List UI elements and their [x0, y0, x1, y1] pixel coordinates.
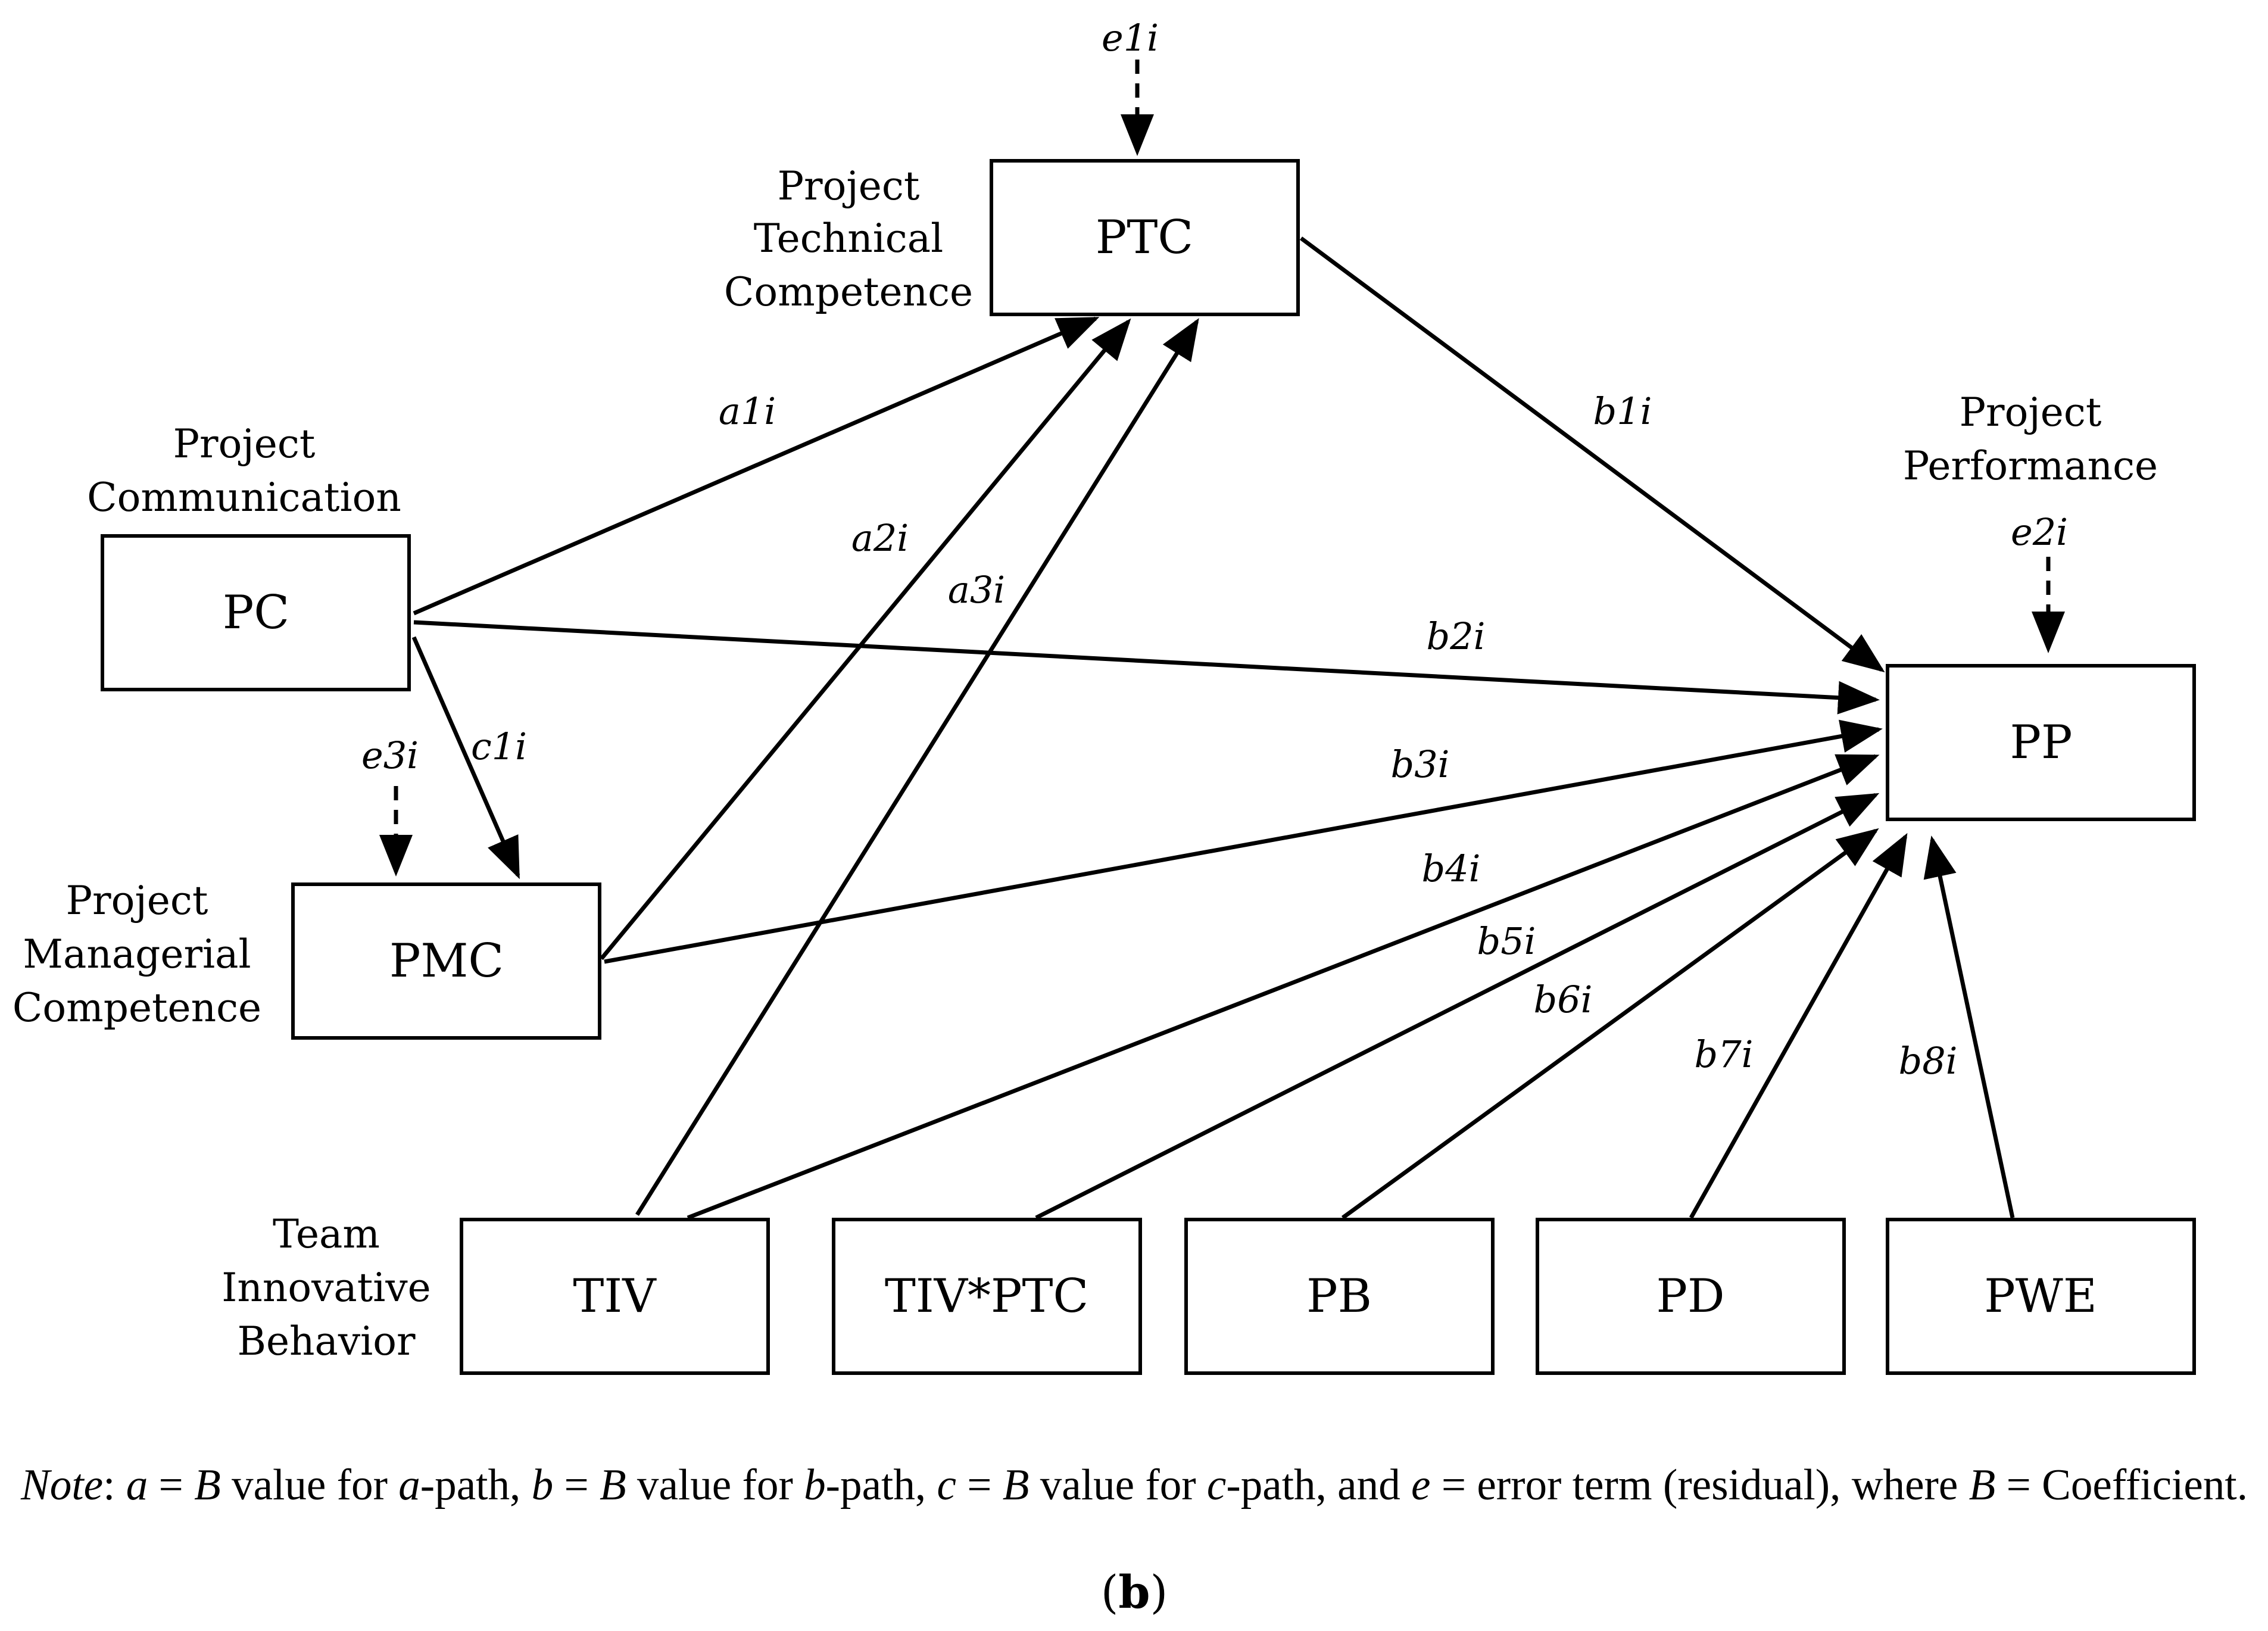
- path-label-b6: b6i: [1534, 978, 1593, 1021]
- path-label-a3: a3i: [948, 568, 1005, 612]
- path-label-b8: b8i: [1899, 1039, 1958, 1083]
- node-tivptc-label: TIV*PTC: [885, 1270, 1088, 1323]
- node-pd: PD: [1536, 1218, 1846, 1375]
- node-pc-label: PC: [223, 586, 289, 640]
- node-pp: PP: [1886, 664, 2196, 821]
- node-pp-label: PP: [2010, 716, 2073, 769]
- node-pwe: PWE: [1886, 1218, 2196, 1375]
- arrow-b2: [413, 620, 1880, 715]
- path-label-b3: b3i: [1391, 743, 1450, 786]
- desc-ptc: Project Technical Competence: [724, 163, 973, 315]
- node-pd-label: PD: [1656, 1270, 1724, 1323]
- node-pb-label: PB: [1306, 1270, 1372, 1323]
- svg-text:Technical: Technical: [754, 216, 943, 261]
- node-tivptc: TIV*PTC: [832, 1218, 1142, 1375]
- node-pmc-label: PMC: [389, 934, 504, 988]
- arrow-b1: [1299, 236, 1885, 673]
- svg-text:Project: Project: [66, 878, 208, 924]
- path-label-a1: a1i: [719, 389, 776, 433]
- path-label-a2: a2i: [851, 516, 909, 560]
- svg-text:Communication: Communication: [87, 475, 401, 520]
- path-label-b5: b5i: [1477, 919, 1536, 963]
- svg-text:Performance: Performance: [1903, 443, 2158, 489]
- arrow-b7: [1689, 832, 1908, 1219]
- svg-text:Project: Project: [778, 163, 920, 209]
- node-tiv: TIV: [460, 1218, 770, 1375]
- svg-text:Project: Project: [173, 421, 316, 467]
- svg-text:Competence: Competence: [724, 269, 973, 315]
- arrow-b5: [1035, 793, 1880, 1220]
- path-label-b1: b1i: [1593, 389, 1652, 433]
- node-ptc: PTC: [990, 159, 1300, 316]
- arrow-b3: [604, 719, 1883, 964]
- desc-tiv: Team Innovative Behavior: [222, 1211, 430, 1364]
- node-pwe-label: PWE: [1984, 1270, 2097, 1323]
- svg-text:Innovative: Innovative: [222, 1265, 430, 1311]
- arrow-a1: [413, 316, 1100, 616]
- arrow-b4: [687, 754, 1880, 1220]
- path-label-b7: b7i: [1695, 1033, 1754, 1076]
- svg-text:Project: Project: [1960, 389, 2102, 435]
- path-label-b4: b4i: [1422, 847, 1481, 890]
- node-pb: PB: [1184, 1218, 1495, 1375]
- node-pmc: PMC: [291, 882, 601, 1040]
- error-label-e2: e2i: [2011, 510, 2068, 554]
- path-label-c1: c1i: [471, 725, 527, 768]
- arrow-c1: [411, 636, 520, 880]
- node-pc: PC: [101, 534, 411, 691]
- desc-pp: Project Performance: [1903, 389, 2158, 489]
- desc-pmc: Project Managerial Competence: [13, 878, 261, 1031]
- diagram-note: Note: a = B value for a-path, b = B valu…: [20, 1461, 2248, 1510]
- arrow-a3: [635, 318, 1199, 1216]
- svg-text:Competence: Competence: [13, 985, 261, 1031]
- desc-pc: Project Communication: [87, 421, 401, 520]
- figure-caption: (b): [1101, 1565, 1168, 1618]
- svg-text:Managerial: Managerial: [23, 931, 251, 977]
- node-ptc-label: PTC: [1096, 211, 1193, 264]
- svg-text:Behavior: Behavior: [237, 1318, 416, 1364]
- error-label-e3: e3i: [361, 734, 419, 777]
- arrow-b6: [1341, 828, 1879, 1220]
- error-label-e1: e1i: [1102, 16, 1159, 60]
- svg-text:Team: Team: [273, 1211, 380, 1257]
- node-tiv-label: TIV: [573, 1270, 657, 1323]
- path-label-b2: b2i: [1427, 615, 1486, 658]
- arrow-a2: [600, 318, 1131, 960]
- arrow-b8: [1923, 835, 2015, 1218]
